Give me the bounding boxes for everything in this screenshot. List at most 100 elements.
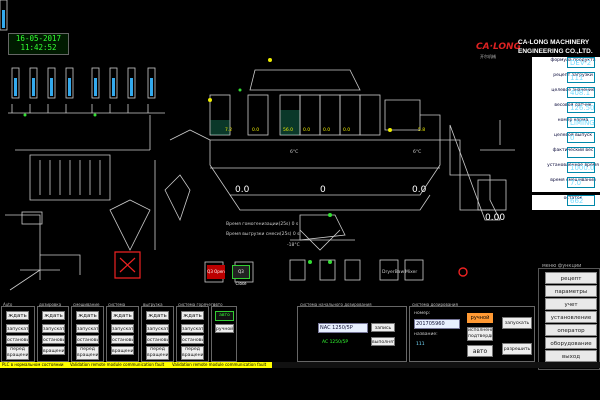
- param-label: остаток: [532, 195, 600, 210]
- stop-button[interactable]: остановить: [6, 335, 29, 344]
- wait-button[interactable]: ждать: [146, 311, 169, 320]
- menu-records-button[interactable]: учет: [545, 298, 597, 310]
- menu-operator-button[interactable]: оператор: [545, 324, 597, 336]
- group-title: дозировка: [39, 302, 62, 307]
- param-value: 111: [567, 72, 595, 83]
- stop-button[interactable]: остановить: [76, 335, 99, 344]
- confirm-execution-button[interactable]: исполнение подтвердить: [467, 327, 493, 341]
- start-dosing-button[interactable]: запускать: [502, 317, 532, 329]
- temperature-right: 6°C: [413, 150, 422, 155]
- dryer-unit: [114, 251, 141, 279]
- q3-open-button[interactable]: Q3 Open: [207, 265, 225, 279]
- q3-close-button[interactable]: Q3 Close: [232, 265, 250, 286]
- param-value: [567, 147, 595, 158]
- start-button[interactable]: запускать: [42, 324, 65, 333]
- param-value: 1000.0: [567, 162, 595, 173]
- start-button[interactable]: запускать: [111, 324, 134, 333]
- start-button[interactable]: запускать: [76, 324, 99, 333]
- group-title: авто: [213, 302, 223, 307]
- temperature-mid: 6°C: [290, 150, 299, 155]
- reverse-button[interactable]: перед вращения: [76, 346, 99, 360]
- recipe-name-value: 111: [416, 342, 425, 347]
- param-label: установленное время: [532, 162, 600, 177]
- group-title: Auto: [3, 302, 13, 307]
- menu-equipment-button[interactable]: оборудование: [545, 337, 597, 349]
- group-title: система: [108, 302, 126, 307]
- date-text: 16-05-2017: [15, 34, 62, 43]
- bin-value-6: 0.0: [343, 128, 351, 133]
- dosing-write-button[interactable]: запись: [371, 323, 395, 332]
- recipe-dosing-panel: система дозирования номер: 201705960 наз…: [409, 302, 535, 362]
- temperature-left: -18°C: [287, 243, 300, 248]
- menu-settings-button[interactable]: установление: [545, 311, 597, 323]
- auto-button[interactable]: авто: [467, 345, 493, 357]
- stop-button[interactable]: остановить: [42, 335, 65, 344]
- control-group-mixing: смешивание ждать запускать остановить пе…: [71, 302, 104, 362]
- param-label: целевое значение: [532, 87, 600, 102]
- scale3-value: 0.0: [412, 185, 427, 195]
- wait-button[interactable]: ждать: [111, 311, 134, 320]
- dosing-bins: [209, 69, 507, 251]
- control-group-auto: Auto ждать запускать остановить перед вр…: [1, 302, 35, 362]
- raw-silos: [0, 0, 165, 114]
- menu-title: меню функции: [542, 263, 582, 269]
- mix-time-label: Время гомогенизации(25s) 0 s: [226, 222, 299, 227]
- bin-value-1: 7.2: [225, 128, 233, 133]
- group-title: смешивание: [73, 302, 100, 307]
- reverse-button[interactable]: перед вращения: [146, 346, 169, 360]
- bin-value-3: 56.0: [283, 128, 294, 133]
- reverse-button[interactable]: перед вращения: [181, 346, 204, 360]
- group-title: система начального дозирования: [300, 302, 372, 307]
- menu-parameters-button[interactable]: параметры: [545, 285, 597, 297]
- dosing-code-field[interactable]: NAC 1250/5P: [318, 323, 368, 333]
- param-value: DEV-2: [567, 57, 595, 68]
- dosing-system-panel: система начального дозирования NAC 1250/…: [297, 302, 407, 362]
- manual-mode-button[interactable]: ручной: [215, 324, 234, 333]
- param-label: фактический вес: [532, 147, 600, 162]
- manual-button[interactable]: ручной: [467, 313, 493, 323]
- param-label: формула продукта: [532, 57, 600, 72]
- time-text: 11:42:52: [20, 43, 57, 52]
- company-name: CA-LONG MACHINERY ENGINEERING CO.,LTD.: [518, 38, 593, 56]
- bin-value-7: 5.8: [418, 128, 426, 133]
- datetime-display: 16-05-2017 11:42:52: [8, 33, 69, 55]
- param-value: 7.0: [567, 177, 595, 188]
- param-label: целевой выпуск: [532, 132, 600, 147]
- param-value: 662: [567, 195, 595, 206]
- rotate-button[interactable]: вращение: [42, 346, 65, 355]
- recipe-number-field[interactable]: 201705960: [414, 319, 460, 329]
- logo-mark: CA·LONG: [476, 42, 521, 52]
- dryer-label: DryerBaw: [382, 270, 405, 275]
- wait-button[interactable]: ждать: [42, 311, 65, 320]
- start-button[interactable]: запускать: [146, 324, 169, 333]
- param-label: рецепт загрузки: [532, 72, 600, 87]
- wait-button[interactable]: ждать: [181, 311, 204, 320]
- wait-button[interactable]: ждать: [76, 311, 99, 320]
- param-value: 126.50: [567, 102, 595, 113]
- auto-manual-panel: авто авто ручной: [211, 302, 237, 362]
- stop-button[interactable]: остановить: [181, 335, 204, 344]
- reset-button[interactable]: разрешить: [502, 343, 532, 355]
- start-button[interactable]: запускать: [181, 324, 204, 333]
- control-group-discharge: выгрузка ждать запускать остановить пере…: [141, 302, 174, 362]
- reverse-button[interactable]: перед вращения: [6, 346, 29, 360]
- control-group-hot-system: система горячего ждать запускать останов…: [176, 302, 215, 362]
- param-label: номер корма: [532, 117, 600, 132]
- plc-status: PLC в нормальном состоянии: [0, 362, 68, 368]
- start-button[interactable]: запускать: [6, 324, 29, 333]
- group-title: выгрузка: [143, 302, 163, 307]
- execute-button[interactable]: выполнять: [371, 337, 395, 346]
- menu-recipe-button[interactable]: рецепт: [545, 272, 597, 284]
- group-title: система горячего: [178, 302, 216, 307]
- wait-button[interactable]: ждать: [6, 311, 29, 320]
- fault-message: Validation remote module communication f…: [68, 362, 170, 368]
- menu-exit-button[interactable]: выход: [545, 350, 597, 362]
- auto-mode-indicator[interactable]: авто: [215, 311, 234, 321]
- scale4-value: 0.00: [485, 213, 506, 223]
- stop-button[interactable]: остановить: [111, 335, 134, 344]
- discharge-time-label: Время выгрузки смеси(25s) 0 s: [226, 232, 300, 237]
- rotate-button[interactable]: вращение: [111, 346, 134, 355]
- stop-button[interactable]: остановить: [146, 335, 169, 344]
- scale1-value: 0.0: [235, 185, 250, 195]
